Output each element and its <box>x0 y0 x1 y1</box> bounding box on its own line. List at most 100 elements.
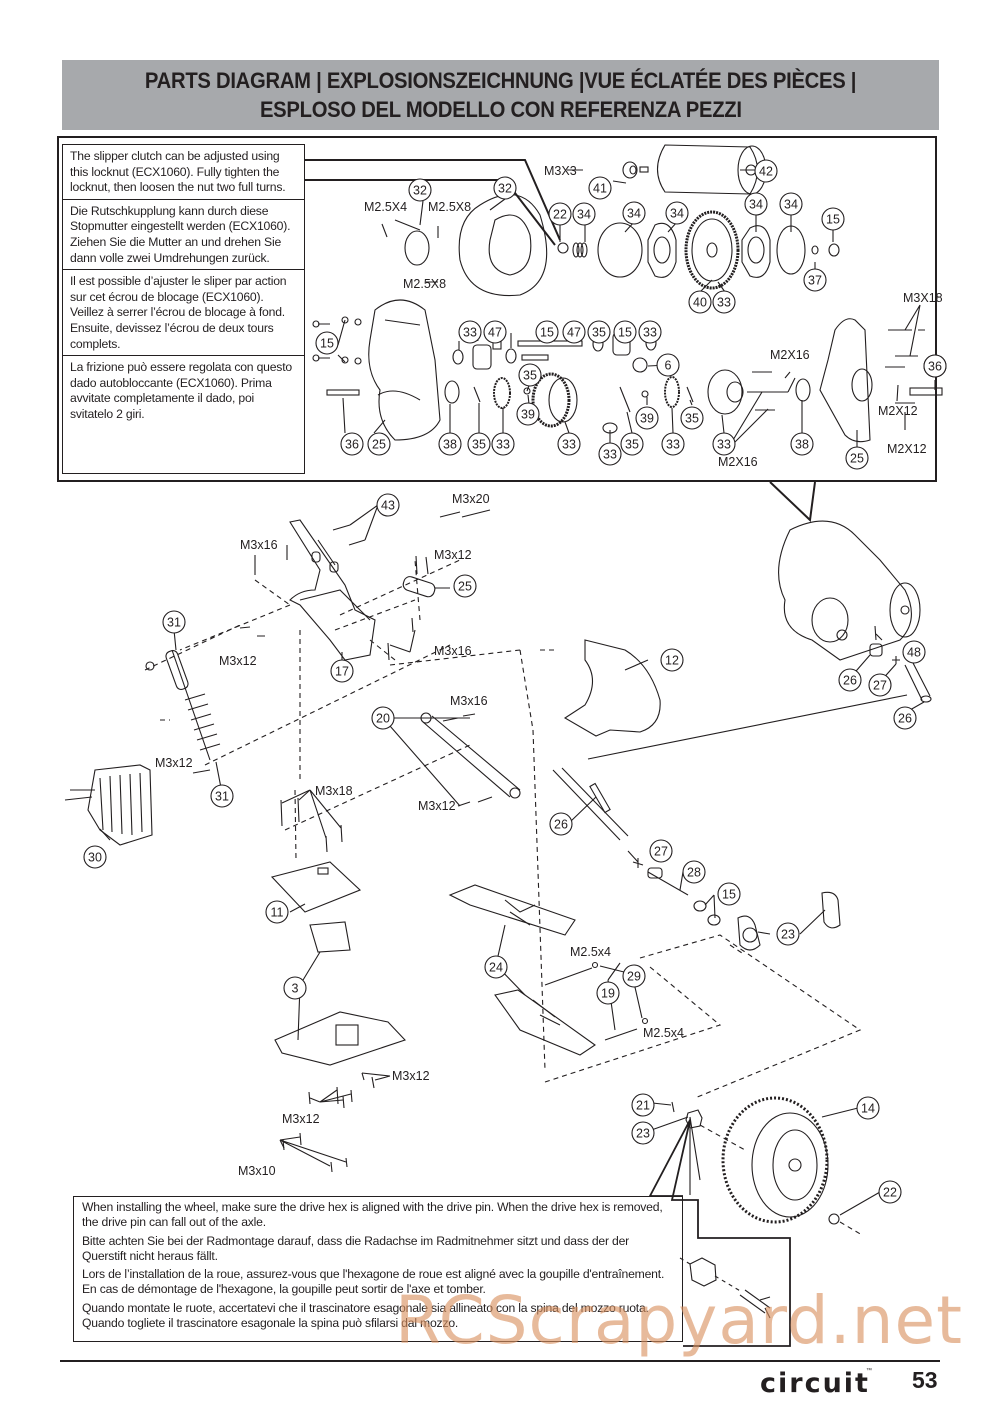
callout-circle <box>483 320 507 344</box>
hw-label: M2X12 <box>887 442 927 456</box>
cross-pin-27 <box>892 656 900 664</box>
callout-circle <box>340 432 364 456</box>
shaft-36 <box>909 387 943 396</box>
callout-circle <box>845 446 869 470</box>
callout-circle <box>283 976 307 1000</box>
screw <box>282 1072 375 1173</box>
callout-circle <box>376 493 400 517</box>
callout-circle <box>717 882 741 906</box>
callout-number: 33 <box>643 326 657 340</box>
hw-label: M3x12 <box>392 1069 430 1083</box>
callout-number: 33 <box>717 296 731 310</box>
shock-nut <box>145 661 155 671</box>
esc-unit <box>64 764 153 846</box>
callout-number: 17 <box>335 665 349 679</box>
pinion-33 <box>472 344 492 370</box>
callout-number: 11 <box>271 906 284 920</box>
hw-label: M2X12 <box>878 404 918 418</box>
slipper-clutch-notes: The slipper clutch can be adjusted using… <box>62 144 305 474</box>
callout-number: 35 <box>625 438 639 452</box>
hw-label: M3x12 <box>282 1112 320 1126</box>
callout-number: 30 <box>88 851 102 865</box>
callout-number: 34 <box>627 207 641 221</box>
callout-circle <box>688 290 712 314</box>
callout-number: 23 <box>781 928 795 942</box>
footer-divider <box>60 1360 940 1362</box>
bevel-gear <box>632 357 648 373</box>
hw-label: M2X16 <box>770 348 810 362</box>
gearbox-half-left <box>368 299 441 441</box>
hw-label: M2.5x4 <box>570 945 611 959</box>
callout-number: 19 <box>601 987 615 1001</box>
callout-circle <box>902 640 926 664</box>
hw-label: M3x12 <box>434 548 472 562</box>
callout-circle <box>408 178 432 202</box>
callout-number: 15 <box>320 337 334 351</box>
pin-21 <box>671 1101 675 1113</box>
callout-circle <box>493 176 517 200</box>
driveshaft <box>552 767 629 841</box>
screw <box>239 626 265 637</box>
body-mount <box>402 576 436 598</box>
skid-plate <box>563 639 661 737</box>
wheel-nut <box>828 1213 840 1225</box>
pinion-gear <box>622 161 638 179</box>
esc-mount-plate <box>270 861 362 913</box>
shock-absorber <box>165 649 221 761</box>
pin-48 <box>874 625 877 641</box>
note-fr: Il est possible d’ajuster le sliper par … <box>63 270 304 357</box>
callout-number: 33 <box>562 438 576 452</box>
callout-circle <box>635 406 659 430</box>
callout-circle <box>210 784 234 808</box>
hw-label: M3x20 <box>452 492 490 506</box>
callout-number: 43 <box>381 499 395 513</box>
steering-knuckle <box>737 915 761 951</box>
callout-circle <box>613 320 637 344</box>
hw-label: M2.5X4 <box>364 200 407 214</box>
callout-number: 36 <box>928 360 942 374</box>
brand-logo: circuit <box>760 1368 870 1399</box>
slipper-plate <box>597 222 643 278</box>
screw <box>387 617 414 661</box>
callout-circle <box>622 201 646 225</box>
hw-label: M3x10 <box>238 1164 276 1178</box>
bearing <box>795 378 811 402</box>
callout-number: 26 <box>843 674 857 688</box>
callout-number: 20 <box>376 712 390 726</box>
screw <box>280 797 343 853</box>
hw-label: M3x18 <box>315 784 353 798</box>
camber-link <box>420 712 521 799</box>
bearing <box>505 348 517 364</box>
callout-circle <box>598 442 622 466</box>
callout-number: 33 <box>666 438 680 452</box>
slipper-pad <box>741 225 771 278</box>
callout-number: 37 <box>808 274 822 288</box>
hex-pin-detail <box>689 1257 771 1319</box>
hw-label: M2.5X8 <box>403 277 446 291</box>
callout-number: 32 <box>498 182 512 196</box>
callout-circle <box>665 201 689 225</box>
callout-circle <box>790 432 814 456</box>
callout-number: 27 <box>873 679 887 693</box>
body-clip <box>332 524 366 546</box>
callout-number: 34 <box>670 207 684 221</box>
bearing <box>707 914 721 926</box>
hw-label: M2X16 <box>718 455 758 469</box>
callout-number: 47 <box>567 326 581 340</box>
wheel-install-notes: When installing the wheel, make sure the… <box>73 1196 683 1342</box>
title-line-2: ESPLOSO DEL MODELLO CON REFERENZA PEZZI <box>259 97 742 122</box>
callout-number: 22 <box>553 208 567 222</box>
hinge-pin <box>544 967 638 1041</box>
note-it: La frizione può essere regolata con ques… <box>70 360 292 421</box>
suspension-arm-upper <box>448 884 576 936</box>
callout-circle <box>516 402 540 426</box>
diff-case <box>707 369 744 415</box>
watermark: RCScrapyard.net <box>395 1282 963 1359</box>
wheel-note-fr: Lors de l’installation de la roue, assur… <box>82 1267 665 1297</box>
spur-gear <box>684 210 740 290</box>
callout-number: 32 <box>413 184 427 198</box>
callout-circle <box>265 900 289 924</box>
callout-number: 29 <box>627 970 641 984</box>
callout-number: 28 <box>687 866 701 880</box>
callout-number: 15 <box>826 213 840 227</box>
